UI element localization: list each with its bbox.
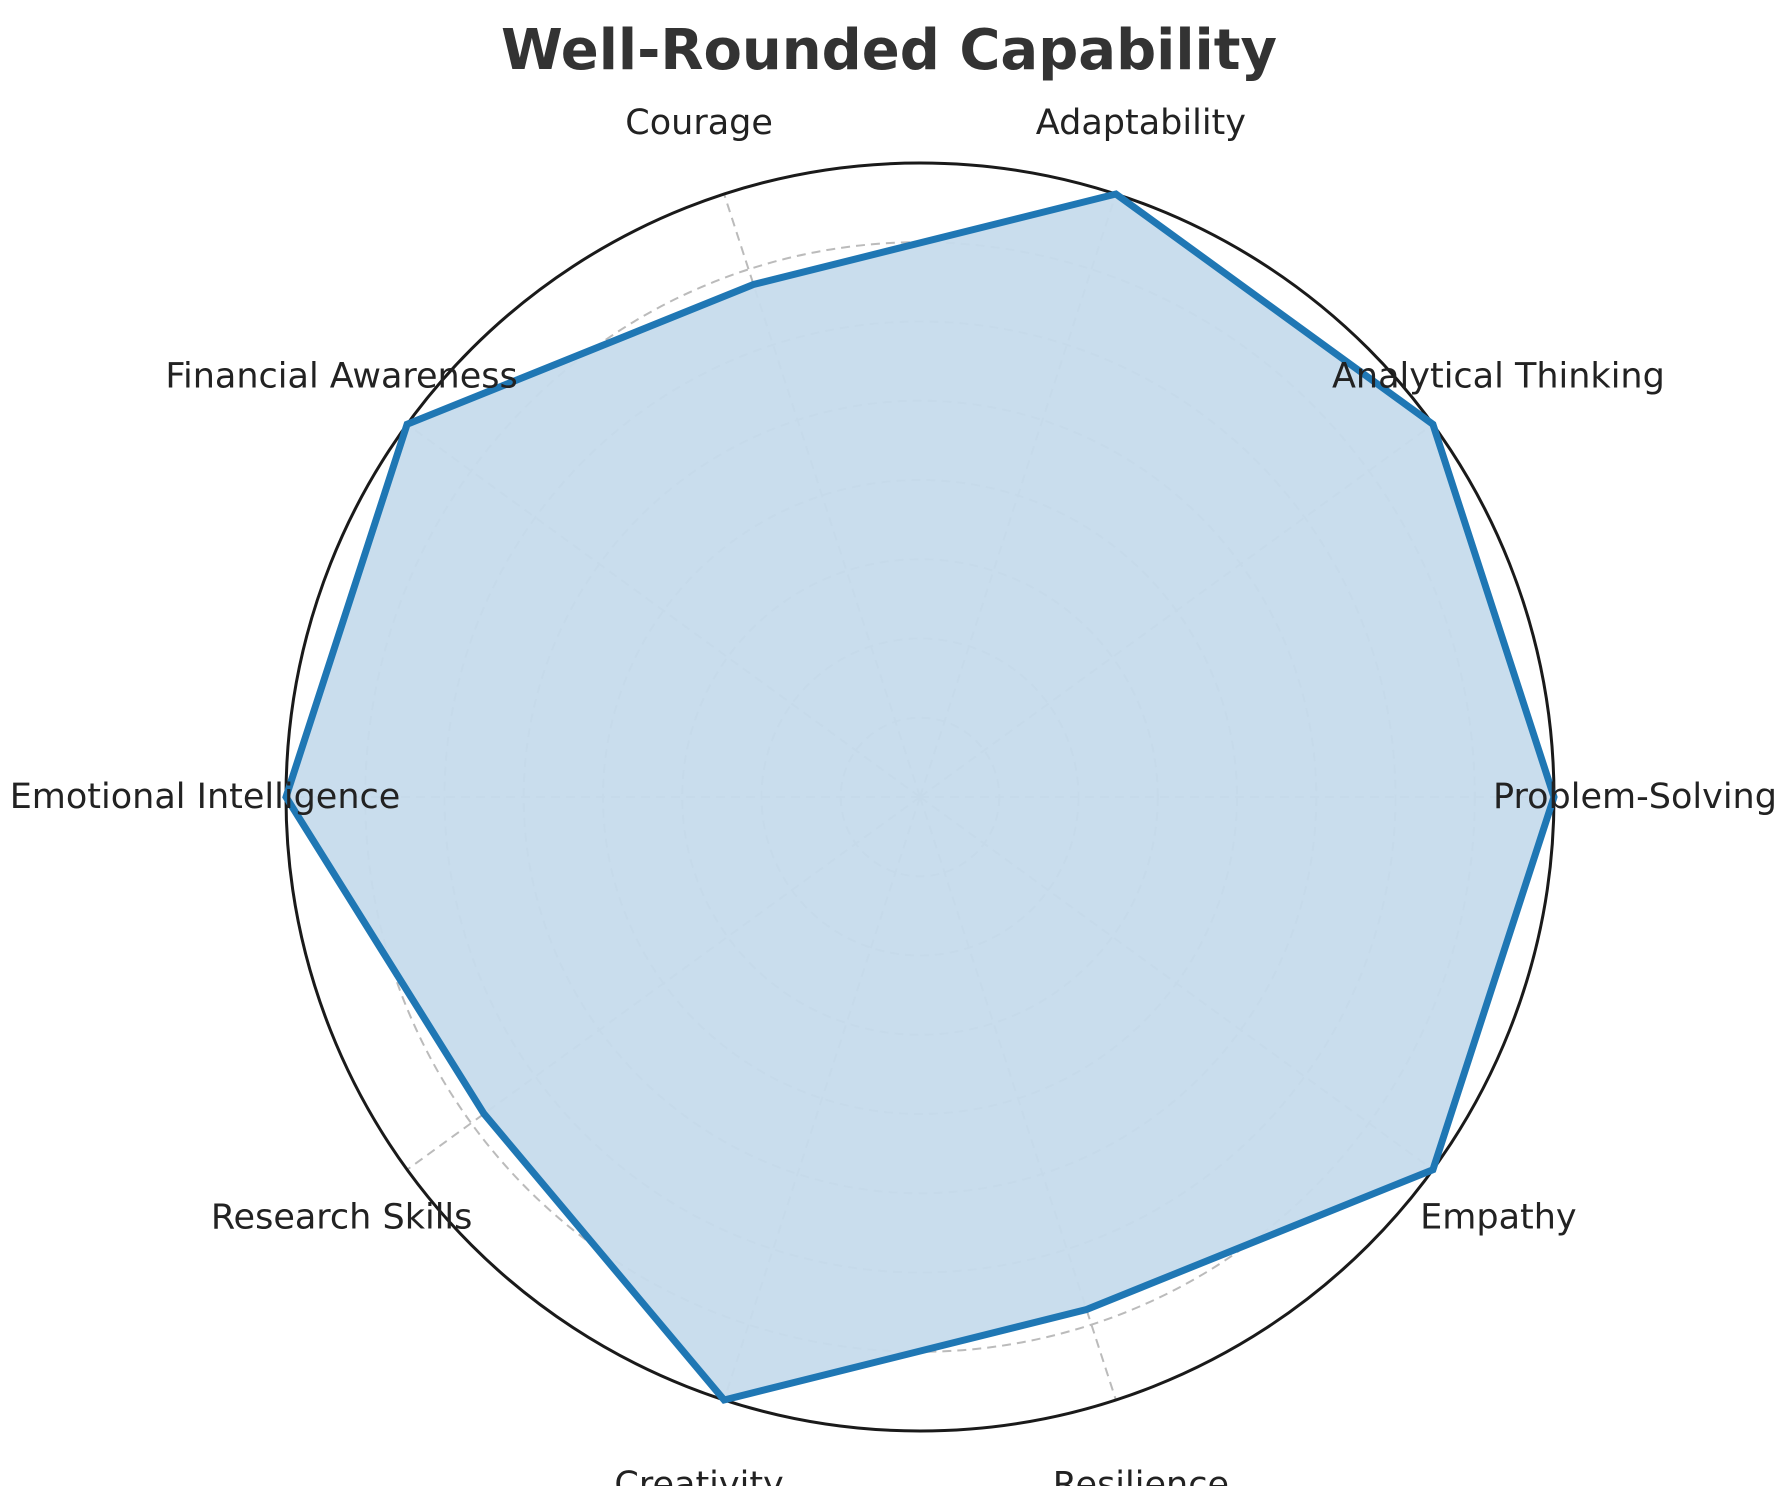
axis-label-creativity: Creativity — [614, 1465, 783, 1486]
series-area — [282, 190, 1558, 1404]
axis-label-adaptability: Adaptability — [1036, 103, 1246, 143]
axis-label-financial-awareness: Financial Awareness — [165, 357, 517, 397]
axis-label-empathy: Empathy — [1420, 1197, 1577, 1237]
axis-label-research-skills: Research Skills — [211, 1197, 473, 1237]
radar-axis-labels: Problem-Solving Analytical Thinking Adapta… — [10, 103, 1777, 1486]
axis-label-problem-solving: Problem-Solving — [1493, 777, 1777, 817]
axis-label-analytical-thinking: Analytical Thinking — [1332, 357, 1665, 397]
axis-label-resilience: Resilience — [1053, 1465, 1229, 1486]
chart-title: Well-Rounded Capability — [500, 18, 1278, 83]
radar-data — [282, 190, 1558, 1404]
axis-label-courage: Courage — [625, 103, 773, 143]
axis-label-emotional-intelligence: Emotional Intelligence — [10, 777, 401, 817]
